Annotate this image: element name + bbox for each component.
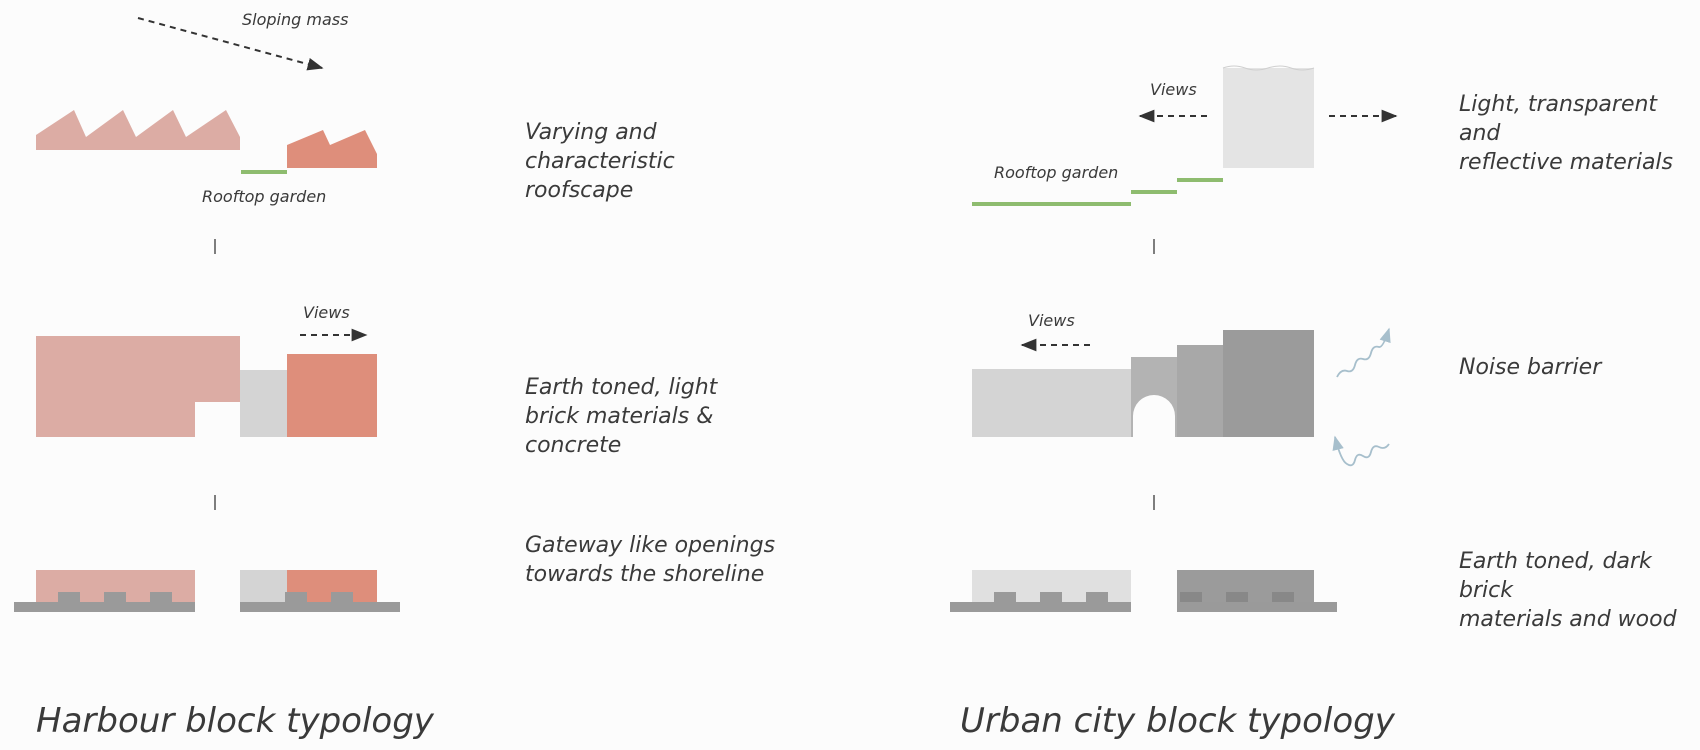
urban-arch-block [1131,357,1177,437]
urban-light-materials-description: Light, transparent and reflective materi… [1459,92,1673,175]
urban-glass-tower-wavy-top [1222,65,1315,71]
harbour-plan-notch [104,592,126,603]
harbour-plan-ground-right [240,602,400,612]
urban-light-block [972,369,1131,437]
urban-plan-ground-left [950,602,1131,612]
harbour-dark-brick-block [287,354,377,437]
urban-plan-ground-right [1177,602,1337,612]
harbour-plan-notch [150,592,172,603]
harbour-roofscape-description: Varying and characteristic roofscape [525,120,675,203]
harbour-sawtooth-roof-left [36,110,240,150]
harbour-concrete-block [240,370,287,437]
urban-plan-notch [1040,592,1062,603]
harbour-rooftop-garden-label: Rooftop garden [202,187,327,206]
urban-plan-notch [1086,592,1108,603]
harbour-gateway-description: Gateway like openings towards the shorel… [525,533,776,587]
harbour-plan-ground-left [14,602,195,612]
harbour-materials-description: Earth toned, light brick materials & con… [525,375,718,458]
urban-plan-notch [1272,592,1294,603]
harbour-sawtooth-roof-right [287,130,377,168]
harbour-plan-concrete [240,570,287,602]
urban-plan-notch [1180,592,1202,603]
urban-views-mid-label: Views [1028,311,1075,330]
urban-mid-block [1177,345,1223,437]
urban-plan-notch [994,592,1016,603]
sloping-mass-arrow [137,17,324,71]
harbour-plan-notch [285,592,307,603]
noise-wave-icon [1332,435,1390,467]
harbour-plan-notch [58,592,80,603]
harbour-brick-block [36,336,240,437]
urban-noise-description: Noise barrier [1459,355,1602,380]
urban-plan-notch [1226,592,1248,603]
urban-glass-tower [1223,68,1314,168]
urban-tall-block [1223,330,1314,437]
urban-title: Urban city block typology [960,701,1395,741]
noise-wave-icon [1336,327,1391,378]
sloping-mass-label: Sloping mass [242,10,349,29]
harbour-plan-notch [331,592,353,603]
harbour-views-label: Views [303,303,350,322]
urban-rooftop-garden-label: Rooftop garden [994,163,1119,182]
urban-dark-materials-description: Earth toned, dark brick materials and wo… [1459,549,1677,632]
harbour-title: Harbour block typology [36,701,434,741]
urban-views-top-label: Views [1150,80,1197,99]
